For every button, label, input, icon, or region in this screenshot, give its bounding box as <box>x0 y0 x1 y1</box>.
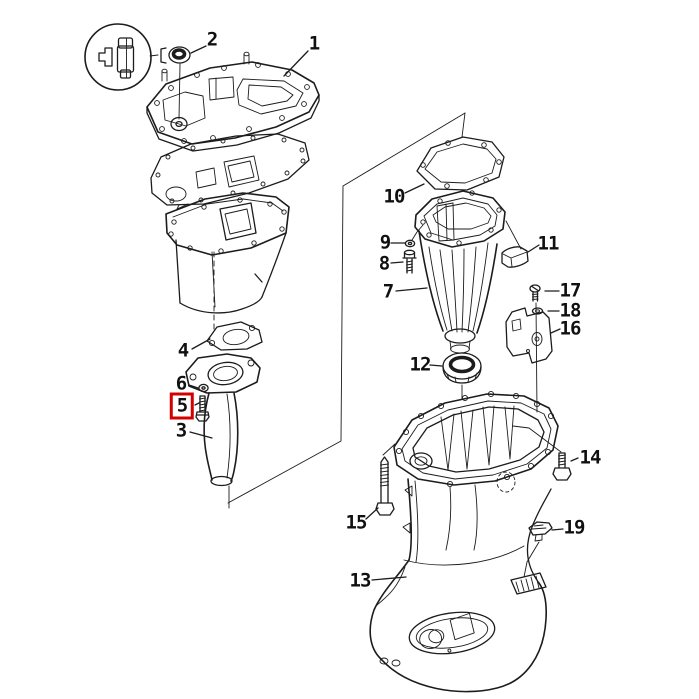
part-14-bolt <box>512 425 572 481</box>
callout-5[interactable]: 5 <box>169 392 195 420</box>
callout-10[interactable]: 10 <box>383 185 406 208</box>
part-4-gasket <box>206 321 263 351</box>
leader-lines <box>188 45 579 581</box>
callout-13[interactable]: 13 <box>349 569 372 592</box>
part-1-upper-casing <box>146 51 320 152</box>
part-19-clamp <box>523 521 553 578</box>
part-15-bolt <box>375 443 396 516</box>
callout-2[interactable]: 2 <box>206 28 218 51</box>
inset-detail-circle <box>84 23 167 91</box>
part-16-bracket <box>505 302 553 413</box>
part-6-washer <box>198 383 209 393</box>
part-2-grommet <box>168 46 191 120</box>
assembly-axis-line <box>227 112 466 504</box>
callout-7[interactable]: 7 <box>382 280 394 303</box>
callout-14[interactable]: 14 <box>579 446 602 469</box>
fwd-arrow <box>176 203 189 210</box>
head-gasket <box>150 133 310 206</box>
callout-9[interactable]: 9 <box>379 231 391 254</box>
callout-15[interactable]: 15 <box>345 511 368 534</box>
part-5-bolt <box>195 395 210 422</box>
part-13-lower-casing <box>369 390 559 693</box>
part-3-exhaust-pipe <box>185 353 261 509</box>
callout-11[interactable]: 11 <box>537 232 560 255</box>
part-10-gasket <box>416 136 505 191</box>
part-11-damper <box>501 220 529 268</box>
callout-4[interactable]: 4 <box>177 339 189 362</box>
part-17-screw <box>529 284 541 302</box>
callout-8[interactable]: 8 <box>378 252 390 275</box>
callout-16[interactable]: 16 <box>559 317 582 340</box>
part-12-seal <box>442 352 482 400</box>
callout-3[interactable]: 3 <box>175 419 187 442</box>
callout-12[interactable]: 12 <box>409 353 432 376</box>
part-8-bolt <box>402 249 417 274</box>
callout-18[interactable]: 18 <box>559 299 582 322</box>
callout-1[interactable]: 1 <box>308 32 320 55</box>
part-7-muffler <box>414 190 506 354</box>
callout-6[interactable]: 6 <box>175 372 187 395</box>
callout-19[interactable]: 19 <box>563 516 586 539</box>
callout-17[interactable]: 17 <box>559 279 582 302</box>
oil-pan-body <box>165 192 290 331</box>
